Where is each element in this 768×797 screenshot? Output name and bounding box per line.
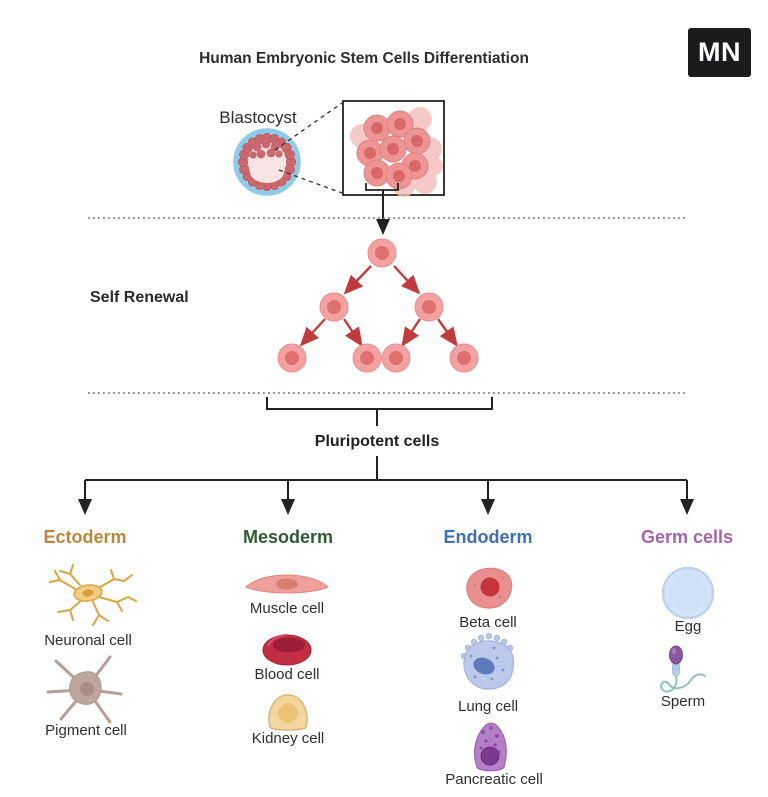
layer-label-germ-cells: Germ cells — [640, 527, 734, 547]
lineage-connectors — [78, 456, 694, 515]
neuron-icon — [49, 564, 137, 626]
cell-label-pigment: Pigment cell — [45, 722, 127, 739]
layer-label-ectoderm: Ectoderm — [43, 527, 127, 547]
page-title: Human Embryonic Stem Cells Differentiati… — [199, 50, 529, 67]
cell-label-egg: Egg — [674, 618, 702, 635]
self-renewal-label: Self Renewal — [90, 289, 189, 306]
muscle-cell-icon — [245, 574, 329, 594]
stem-cell-cluster-icon — [342, 100, 445, 197]
sperm-cell-icon — [660, 645, 706, 693]
pancreatic-cell-icon — [474, 722, 507, 772]
zoom-callout-lines — [274, 102, 343, 194]
blastocyst-icon — [233, 128, 301, 196]
cell-label-blood: Blood cell — [254, 666, 320, 683]
pigment-cell-icon — [46, 655, 123, 724]
stem-cell-icon — [277, 238, 479, 373]
cell-label-beta: Beta cell — [459, 614, 517, 631]
pluripotent-bracket — [266, 397, 493, 426]
cell-label-muscle: Muscle cell — [249, 600, 325, 617]
cell-label-pancreatic: Pancreatic cell — [445, 771, 543, 788]
cell-label-sperm: Sperm — [660, 693, 706, 710]
egg-cell-icon — [661, 566, 715, 620]
blood-cell-icon — [262, 634, 312, 666]
self-renewal-tree — [277, 238, 479, 373]
brand-logo-text: MN — [698, 37, 741, 67]
beta-cell-icon — [466, 567, 513, 609]
lung-cell-icon — [460, 632, 515, 690]
kidney-cell-icon — [268, 694, 308, 731]
blastocyst-label: Blastocyst — [219, 108, 297, 127]
brand-logo: MN — [688, 28, 751, 77]
cell-label-lung: Lung cell — [457, 698, 519, 715]
layer-label-endoderm: Endoderm — [443, 527, 533, 547]
cell-label-neuronal: Neuronal cell — [44, 632, 132, 649]
layer-label-mesoderm: Mesoderm — [242, 527, 334, 547]
pluripotent-cells-label: Pluripotent cells — [314, 433, 440, 450]
cell-label-kidney: Kidney cell — [251, 730, 325, 747]
